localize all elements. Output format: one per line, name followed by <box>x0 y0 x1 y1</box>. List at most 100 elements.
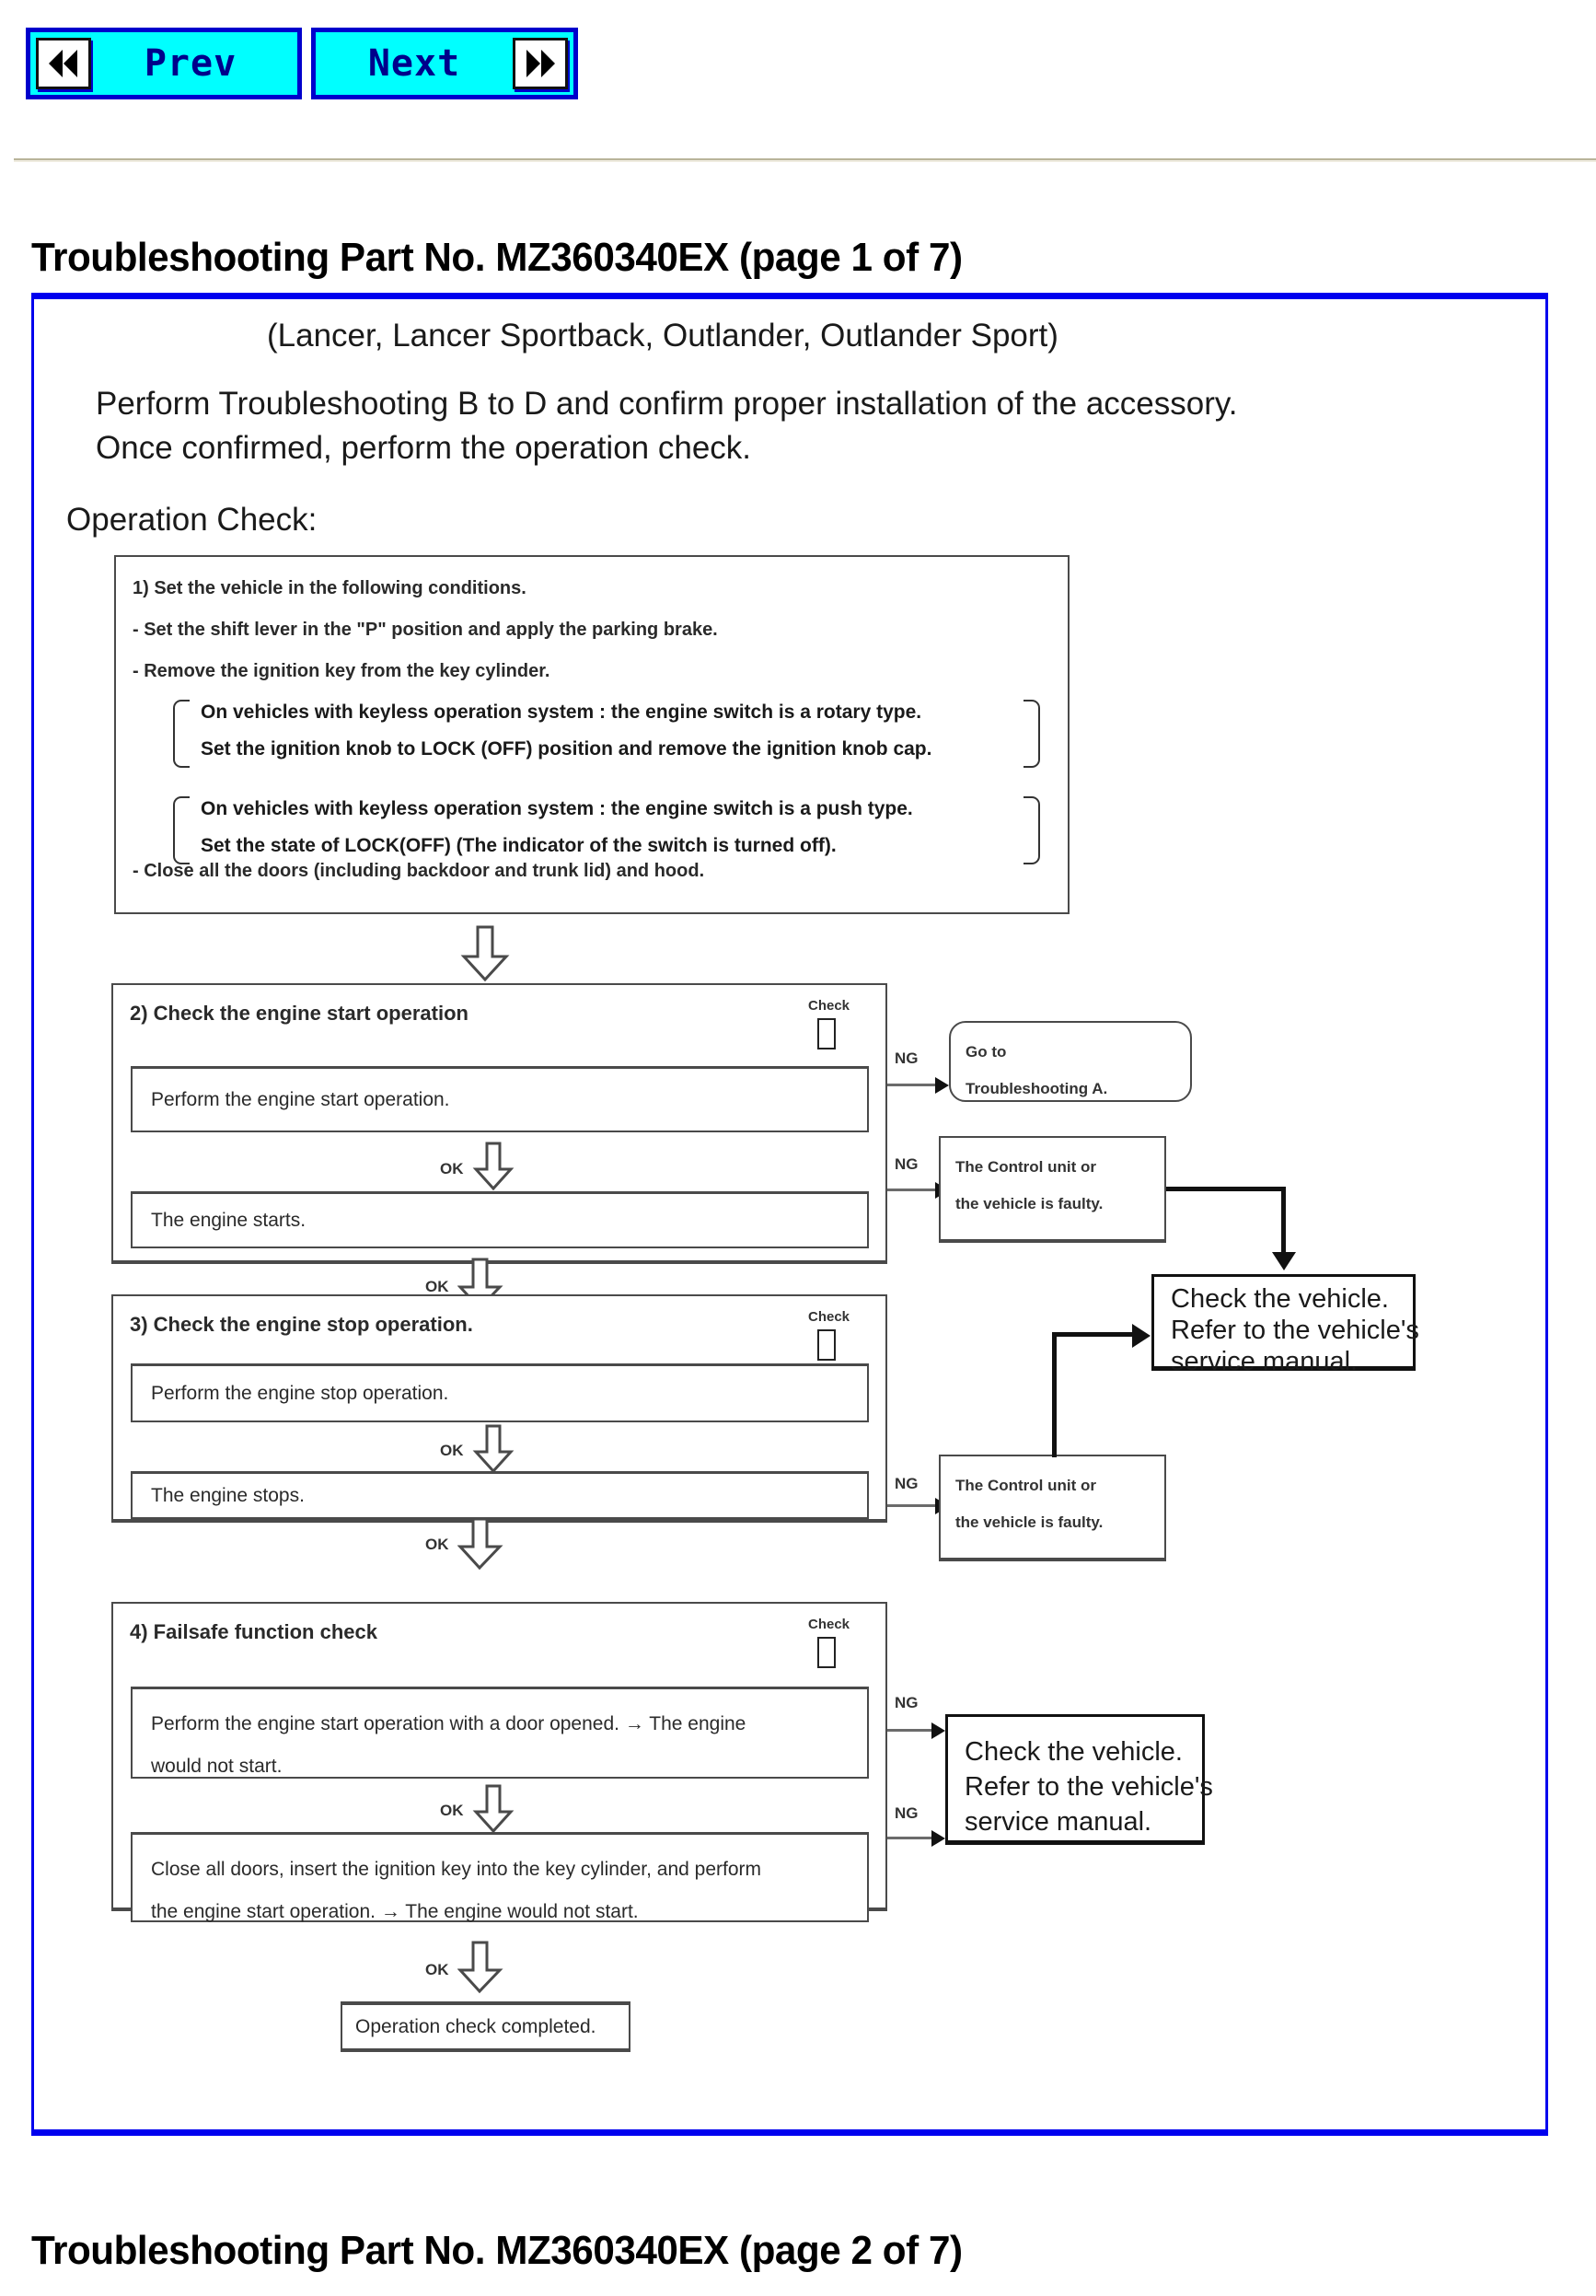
operation-check-heading: Operation Check: <box>66 502 318 538</box>
flow-ok-label-step4-final: OK <box>425 1961 449 1978</box>
step-1-bullet-1: - Set the shift lever in the "P" positio… <box>133 620 718 640</box>
check-vehicle-box-2: Check the vehicle. Refer to the vehicle'… <box>945 1714 1213 1845</box>
flow-arrow-down-icon <box>457 1517 503 1571</box>
flow-ok-label-step2-step3: OK <box>425 1278 449 1295</box>
bracket-right-icon <box>1024 796 1040 864</box>
ng-arrowhead-icon <box>931 1722 945 1739</box>
page-title-bottom: Troubleshooting Part No. MZ360340EX (pag… <box>31 2228 963 2273</box>
ng-connector-line <box>887 1729 935 1732</box>
elbow-vertical-segment <box>1052 1332 1057 1457</box>
step-4-ng-label-1: NG <box>895 1694 919 1711</box>
next-button-label: Next <box>367 42 461 85</box>
step-1-bullet-3: - Close all the doors (including backdoo… <box>133 861 705 881</box>
step-3-heading: 3) Check the engine stop operation. <box>130 1313 473 1336</box>
step-2-action-2-text: The engine starts. <box>151 1209 306 1231</box>
check-vehicle-2-line-1: Check the vehicle. <box>965 1737 1183 1767</box>
intro-paragraph: Perform Troubleshooting B to D and confi… <box>96 382 1238 471</box>
flow-ok-label-step3-step4: OK <box>425 1536 449 1553</box>
step-4-ok-label: OK <box>440 1802 464 1819</box>
elbow-arrowhead-right-icon <box>1132 1324 1151 1348</box>
control-unit-1-line-1: The Control unit or <box>955 1158 1096 1176</box>
double-left-triangle-icon <box>36 38 91 89</box>
step-4-heading: 4) Failsafe function check <box>130 1620 377 1643</box>
step-2-box: 2) Check the engine start operation Chec… <box>111 983 887 1264</box>
check-vehicle-1-line-1: Check the vehicle. <box>1171 1284 1389 1314</box>
step-4-checkbox[interactable] <box>817 1637 836 1668</box>
check-vehicle-1-line-3: service manual. <box>1171 1347 1359 1376</box>
ng-connector-line <box>887 1084 939 1086</box>
flow-arrow-down-icon <box>472 1142 515 1191</box>
flow-arrow-down-icon <box>472 1424 515 1474</box>
step-2-ng-label-1: NG <box>895 1049 919 1067</box>
step-3-action-box-2: The engine stops. <box>131 1471 869 1519</box>
step-3-ng-label-1: NG <box>895 1475 919 1492</box>
ng-connector-line <box>887 1504 939 1507</box>
step-3-action-box-1: Perform the engine stop operation. <box>131 1363 869 1422</box>
step-3-box: 3) Check the engine stop operation. Chec… <box>111 1294 887 1523</box>
operation-check-completed-box: Operation check completed. <box>341 2001 630 2052</box>
navigation-bar: Prev Next <box>0 0 1596 147</box>
step-3-action-2-text: The engine stops. <box>151 1484 305 1506</box>
check-vehicle-2-line-3: service manual. <box>965 1807 1152 1837</box>
check-vehicle-box-1: Check the vehicle. Refer to the vehicle'… <box>1151 1274 1419 1376</box>
step-4-action-2-line-2: the engine start operation. → The engine… <box>151 1901 639 1922</box>
step-2-check-label: Check <box>808 998 850 1014</box>
intro-line-1: Perform Troubleshooting B to D and confi… <box>96 386 1238 422</box>
step-1-bullet-2: - Remove the ignition key from the key c… <box>133 661 550 681</box>
control-unit-1-line-2: the vehicle is faulty. <box>955 1195 1104 1212</box>
double-right-triangle-icon <box>513 38 568 89</box>
step-1-heading: 1) Set the vehicle in the following cond… <box>133 578 526 598</box>
ng-connector-line <box>887 1837 935 1839</box>
goto-line-1: Go to <box>966 1043 1007 1061</box>
step-1-conditions-box: 1) Set the vehicle in the following cond… <box>114 555 1070 914</box>
step-2-ok-label: OK <box>440 1160 464 1177</box>
step-2-checkbox[interactable] <box>817 1018 836 1049</box>
elbow-horizontal-segment <box>1166 1187 1286 1191</box>
step-4-action-box-1: Perform the engine start operation with … <box>131 1687 869 1779</box>
step-4-box: 4) Failsafe function check Check Perform… <box>111 1602 887 1922</box>
step-3-action-1-text: Perform the engine stop operation. <box>151 1382 449 1404</box>
model-applicability-line: (Lancer, Lancer Sportback, Outlander, Ou… <box>267 318 1058 354</box>
elbow-horizontal-segment <box>1052 1332 1137 1337</box>
operation-check-completed-text: Operation check completed. <box>355 2015 596 2037</box>
step-2-action-1-text: Perform the engine start operation. <box>151 1088 450 1110</box>
bracket-right-icon <box>1024 700 1040 768</box>
control-unit-2-line-2: the vehicle is faulty. <box>955 1513 1104 1531</box>
next-button[interactable]: Next <box>311 28 578 99</box>
prev-button-label: Prev <box>144 42 237 85</box>
step-2-heading: 2) Check the engine start operation <box>130 1002 468 1025</box>
step-4-action-2-line-1: Close all doors, insert the ignition key… <box>151 1859 762 1880</box>
ng-connector-line <box>887 1189 939 1191</box>
flow-arrow-down-icon <box>460 925 510 982</box>
step-4-action-1-line-1: Perform the engine start operation with … <box>151 1713 746 1734</box>
intro-line-2: Once confirmed, perform the operation ch… <box>96 430 752 467</box>
control-unit-faulty-box-1: The Control unit or the vehicle is fault… <box>939 1136 1166 1243</box>
control-unit-faulty-box-2: The Control unit or the vehicle is fault… <box>939 1455 1166 1561</box>
goto-troubleshooting-a-box: Go to Troubleshooting A. <box>949 1021 1192 1102</box>
bracket-left-icon <box>173 700 190 768</box>
check-vehicle-2-line-2: Refer to the vehicle's <box>965 1772 1213 1802</box>
step-3-checkbox[interactable] <box>817 1329 836 1361</box>
step-2-action-box-2: The engine starts. <box>131 1191 869 1248</box>
bracket-1-line-1: On vehicles with keyless operation syste… <box>201 702 922 723</box>
flow-arrow-down-icon <box>457 1941 503 1994</box>
control-unit-2-line-1: The Control unit or <box>955 1477 1096 1494</box>
ng-arrowhead-icon <box>931 1830 945 1847</box>
goto-line-2: Troubleshooting A. <box>966 1080 1108 1097</box>
flow-arrow-down-icon <box>472 1784 515 1834</box>
step-3-check-label: Check <box>808 1309 850 1325</box>
ng-arrowhead-icon <box>935 1077 949 1094</box>
elbow-arrowhead-down-icon <box>1272 1252 1296 1270</box>
prev-button[interactable]: Prev <box>26 28 302 99</box>
page-title-top: Troubleshooting Part No. MZ360340EX (pag… <box>31 235 963 280</box>
step-4-action-1-line-2: would not start. <box>151 1756 283 1777</box>
bracket-2-line-1: On vehicles with keyless operation syste… <box>201 798 913 819</box>
header-divider <box>14 158 1596 162</box>
step-4-ng-label-2: NG <box>895 1804 919 1822</box>
bracket-2-line-2: Set the state of LOCK(OFF) (The indicato… <box>201 835 837 856</box>
step-2-ng-label-2: NG <box>895 1155 919 1173</box>
step-4-check-label: Check <box>808 1617 850 1632</box>
check-vehicle-1-line-2: Refer to the vehicle's <box>1171 1316 1419 1345</box>
bracket-left-icon <box>173 796 190 864</box>
step-4-action-box-2: Close all doors, insert the ignition key… <box>131 1832 869 1922</box>
